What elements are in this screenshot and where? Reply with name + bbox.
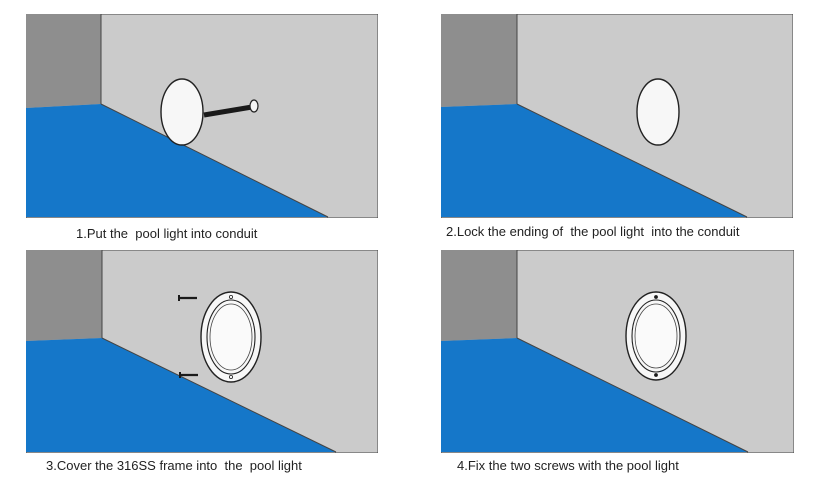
step-3-illustration [26, 250, 378, 453]
pool-light-icon [636, 78, 680, 146]
pool-water [441, 338, 748, 452]
stainless-frame-icon [625, 291, 687, 381]
step-1-illustration [26, 14, 378, 218]
step-2-illustration [441, 14, 793, 218]
conduit-icon [203, 99, 259, 118]
pool-water [441, 104, 747, 217]
screw-head-icon [654, 295, 658, 299]
side-wall [26, 250, 102, 341]
pool-water [26, 104, 328, 217]
step-2-panel [441, 14, 793, 218]
step-4-panel [441, 250, 794, 453]
screw-icon [179, 372, 198, 378]
screw-icon [178, 295, 197, 301]
step-4-caption: 4.Fix the two screws with the pool light [457, 458, 679, 473]
pool-water [26, 338, 336, 452]
side-wall [26, 14, 101, 108]
step-3-panel [26, 250, 378, 453]
side-wall [441, 14, 517, 107]
step-1-caption: 1.Put the pool light into conduit [76, 226, 258, 241]
screw-head-icon [654, 373, 658, 377]
side-wall [441, 250, 517, 341]
stainless-frame-icon [200, 291, 262, 383]
step-4-illustration [441, 250, 794, 453]
step-1-panel [26, 14, 378, 218]
step-2-caption: 2.Lock the ending of the pool light into… [446, 224, 740, 239]
pool-light-icon [160, 78, 204, 146]
step-3-caption: 3.Cover the 316SS frame into the pool li… [46, 458, 302, 473]
